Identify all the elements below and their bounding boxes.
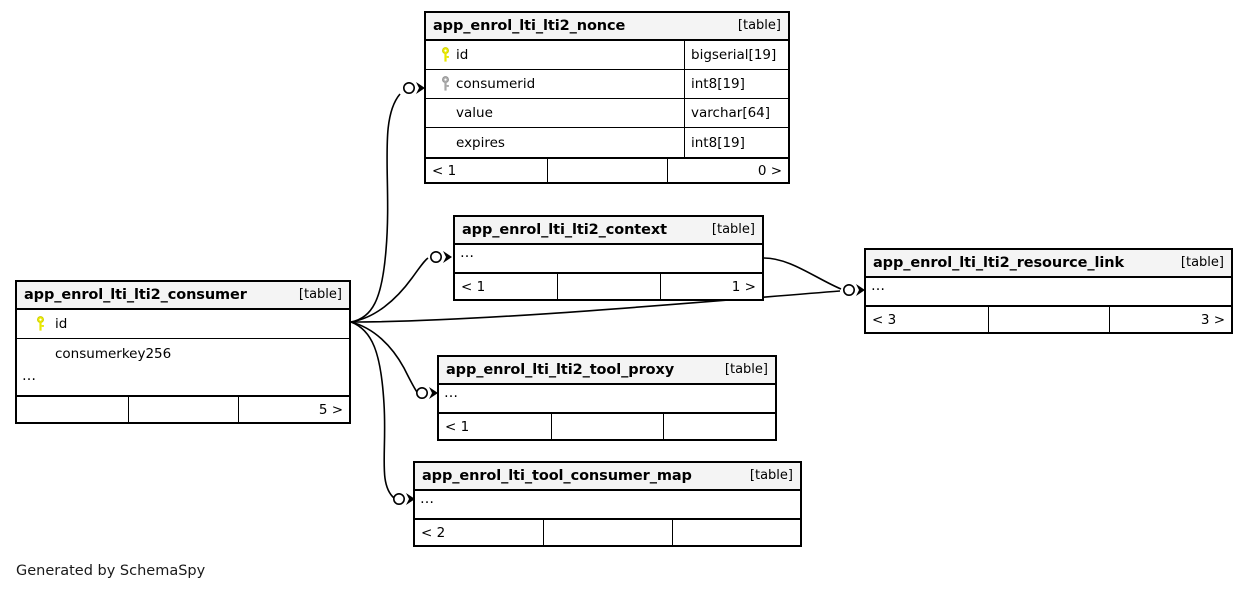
column-name: id	[456, 47, 469, 63]
table-app-enrol-lti-lti2-tool-proxy[interactable]: app_enrol_lti_lti2_tool_proxy [table] … …	[437, 355, 777, 441]
table-footer: < 1 0 >	[426, 157, 788, 182]
table-app-enrol-lti-lti2-resource-link[interactable]: app_enrol_lti_lti2_resource_link [table]…	[864, 248, 1233, 334]
footer-middle	[987, 307, 1110, 332]
ellipsis-text: …	[420, 491, 434, 507]
collapsed-columns-ellipsis[interactable]: …	[455, 245, 762, 274]
table-kind-label: [table]	[749, 468, 793, 483]
edge-context-to-resource-link	[763, 257, 842, 290]
table-kind-label: [table]	[298, 287, 342, 302]
footer-child-count: 0 >	[667, 159, 788, 182]
ellipsis-text: …	[444, 385, 458, 401]
table-footer: < 3 3 >	[866, 307, 1231, 332]
footer-child-count: 1 >	[659, 274, 762, 299]
column-name: consumerid	[456, 76, 536, 92]
footer-child-count	[671, 520, 800, 545]
endpoint-circle-context	[429, 251, 442, 264]
footer-middle	[546, 159, 668, 182]
table-row[interactable]: consumerkey256	[17, 339, 349, 368]
table-row[interactable]: consumerid int8[19]	[426, 70, 788, 99]
table-title: app_enrol_lti_lti2_consumer	[24, 286, 247, 303]
table-kind-label: [table]	[724, 362, 768, 377]
footer-middle	[543, 520, 671, 545]
column-name: consumerkey256	[55, 345, 172, 362]
column-type: int8[19]	[684, 70, 788, 98]
table-header: app_enrol_lti_lti2_resource_link [table]	[866, 250, 1231, 278]
footer-child-count: 3 >	[1109, 307, 1231, 332]
table-row[interactable]: value varchar[64]	[426, 99, 788, 128]
column-name: value	[456, 105, 493, 121]
footer-parent-count: < 1	[432, 162, 457, 179]
footer-middle	[127, 397, 239, 422]
footer-child-count: 5 >	[238, 397, 349, 422]
table-header: app_enrol_lti_lti2_consumer [table]	[17, 282, 349, 310]
collapsed-columns-ellipsis[interactable]: …	[439, 385, 775, 414]
ellipsis-text: …	[22, 368, 36, 384]
collapsed-columns-ellipsis[interactable]: …	[415, 491, 800, 520]
column-name-cell: value	[426, 99, 684, 127]
table-title: app_enrol_lti_lti2_resource_link	[873, 254, 1125, 271]
table-title: app_enrol_lti_lti2_nonce	[433, 17, 626, 34]
table-app-enrol-lti-tool-consumer-map[interactable]: app_enrol_lti_tool_consumer_map [table] …	[413, 461, 802, 547]
column-name-cell: consumerid	[426, 70, 684, 98]
column-name-cell: consumerkey256	[17, 339, 349, 368]
table-kind-label: [table]	[1180, 255, 1224, 270]
table-header: app_enrol_lti_lti2_tool_proxy [table]	[439, 357, 775, 385]
footer-child-count	[663, 414, 775, 439]
table-footer: < 1 1 >	[455, 274, 762, 299]
table-footer: 5 >	[17, 397, 349, 422]
column-type: bigserial[19]	[684, 41, 788, 69]
column-name-cell: id	[426, 41, 684, 69]
table-columns: id consumerkey256	[17, 310, 349, 368]
table-row[interactable]: expires int8[19]	[426, 128, 788, 157]
footer-middle	[551, 414, 663, 439]
table-row[interactable]: id	[17, 310, 349, 339]
table-header: app_enrol_lti_tool_consumer_map [table]	[415, 463, 800, 491]
table-title: app_enrol_lti_tool_consumer_map	[422, 467, 692, 484]
table-title: app_enrol_lti_lti2_context	[462, 221, 667, 238]
footer-middle	[557, 274, 659, 299]
ellipsis-text: …	[460, 245, 474, 261]
edge-consumer-to-tool-proxy	[350, 321, 418, 393]
edge-consumer-to-context	[350, 257, 429, 323]
table-title: app_enrol_lti_lti2_tool_proxy	[446, 361, 675, 378]
endpoint-circle-nonce	[402, 82, 415, 95]
column-type: varchar[64]	[684, 99, 788, 127]
footer-parent-count: < 3	[872, 311, 897, 328]
endpoint-arrow-context	[443, 251, 452, 263]
table-app-enrol-lti-lti2-nonce[interactable]: app_enrol_lti_lti2_nonce [table] id bigs…	[424, 11, 790, 184]
primary-key-icon	[25, 316, 55, 332]
footer-parent-count: < 1	[445, 418, 470, 435]
table-footer: < 2	[415, 520, 800, 545]
column-name-cell: expires	[426, 128, 684, 157]
table-header: app_enrol_lti_lti2_nonce [table]	[426, 13, 788, 41]
footer-parent-count	[17, 397, 128, 422]
endpoint-circle-tool-consumer-map	[392, 492, 405, 505]
table-kind-label: [table]	[711, 222, 755, 237]
ellipsis-text: …	[871, 278, 885, 294]
table-footer: < 1	[439, 414, 775, 439]
collapsed-columns-ellipsis[interactable]: …	[17, 368, 349, 397]
table-header: app_enrol_lti_lti2_context [table]	[455, 217, 762, 245]
endpoint-circle-tool-proxy	[415, 386, 428, 399]
table-app-enrol-lti-lti2-consumer[interactable]: app_enrol_lti_lti2_consumer [table] id c…	[15, 280, 351, 424]
footer-parent-count: < 2	[421, 524, 446, 541]
column-name: expires	[456, 134, 505, 151]
table-kind-label: [table]	[737, 18, 781, 33]
edge-consumer-to-nonce	[350, 93, 401, 323]
generator-credit: Generated by SchemaSpy	[16, 563, 206, 579]
table-row[interactable]: id bigserial[19]	[426, 41, 788, 70]
table-app-enrol-lti-lti2-context[interactable]: app_enrol_lti_lti2_context [table] … < 1…	[453, 215, 764, 301]
table-columns: id bigserial[19] consumerid int8[19] val…	[426, 41, 788, 157]
edge-consumer-to-tool-consumer-map	[350, 321, 395, 499]
column-name-cell: id	[17, 310, 349, 338]
column-name: id	[55, 316, 68, 332]
foreign-key-icon	[434, 76, 456, 92]
endpoint-circle-resource-link	[842, 283, 855, 296]
collapsed-columns-ellipsis[interactable]: …	[866, 278, 1231, 307]
column-type: int8[19]	[684, 128, 788, 157]
footer-parent-count: < 1	[461, 278, 486, 295]
primary-key-icon	[434, 47, 456, 63]
